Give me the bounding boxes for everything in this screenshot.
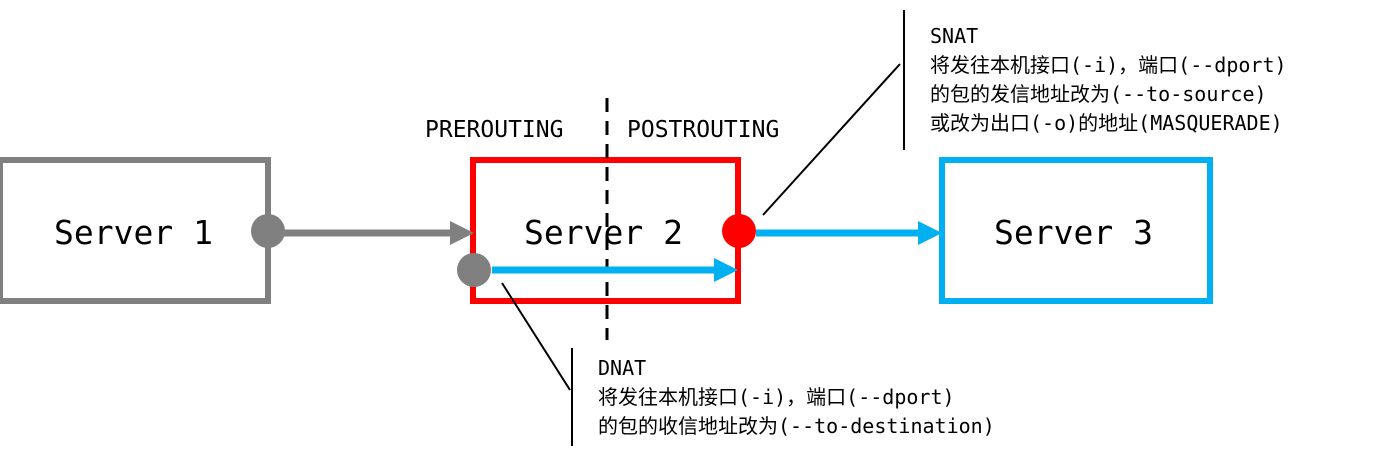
dnat-leader-line — [501, 282, 571, 391]
dnat-title: DNAT — [598, 356, 647, 380]
server-3-label: Server 3 — [994, 213, 1153, 252]
snat-leader-line — [762, 63, 901, 216]
snat-note: SNAT 将发往本机接口(-i)，端口(--dport) 的包的发信地址改为(-… — [930, 22, 1287, 138]
dnat-interface-dot — [457, 253, 491, 287]
arrow-internal-head — [714, 258, 738, 282]
snat-line-1: 将发往本机接口(-i)，端口(--dport) — [930, 53, 1287, 77]
server-1-label: Server 1 — [54, 213, 213, 252]
dnat-note: DNAT 将发往本机接口(-i)，端口(--dport) 的包的收信地址改为(-… — [598, 354, 995, 441]
server-3-box — [939, 157, 1213, 304]
dnat-line-1: 将发往本机接口(-i)，端口(--dport) — [598, 385, 955, 409]
arrow-server1-to-server2-head — [450, 221, 474, 245]
snat-interface-dot — [722, 214, 756, 248]
snat-title: SNAT — [930, 24, 979, 48]
prerouting-label: PREROUTING — [425, 117, 564, 143]
postrouting-label: POSTROUTING — [627, 117, 780, 143]
dnat-line-2: 的包的收信地址改为(--to-destination) — [598, 414, 995, 438]
snat-line-2: 的包的发信地址改为(--to-source) — [930, 82, 1267, 106]
snat-line-3: 或改为出口(-o)的地址(MASQUERADE) — [930, 111, 1283, 135]
arrow-server2-to-server3-head — [918, 221, 942, 245]
server-1-interface-dot — [251, 214, 285, 248]
server-2-label: Server 2 — [524, 213, 683, 252]
